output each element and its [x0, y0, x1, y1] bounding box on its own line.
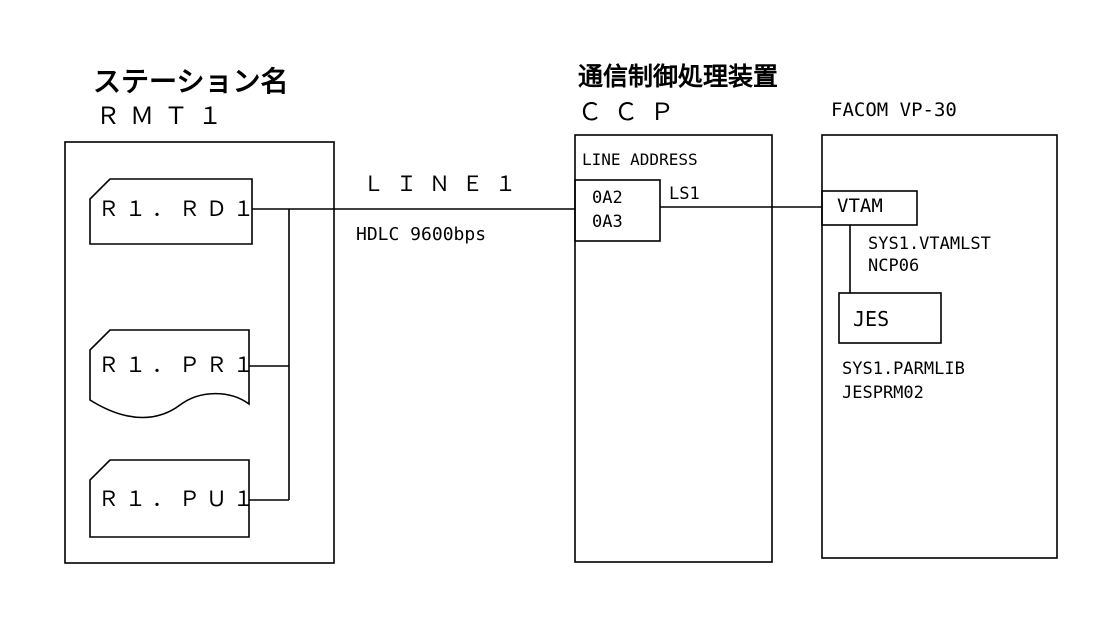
address-box	[574, 179, 661, 242]
station-name: ＲＭＴ１	[96, 102, 232, 130]
punch-label: Ｒ１．ＰＵ１	[98, 487, 260, 511]
address-1: 0A3	[592, 212, 623, 232]
jes-lib: SYS1.PARMLIB	[842, 361, 965, 378]
jes-label: JES	[853, 307, 890, 331]
ccp-box	[574, 134, 773, 563]
vtam-label: VTAM	[837, 195, 883, 217]
reader-label: Ｒ１．ＲＤ１	[98, 197, 260, 221]
ccp-name: ＣＣＰ	[578, 98, 686, 126]
station-box	[64, 141, 335, 564]
host-title: FACOM VP-30	[831, 99, 957, 121]
ccp-title: 通信制御処理装置	[578, 62, 779, 91]
link-label: LS1	[669, 184, 700, 204]
vtam-lib: SYS1.VTAMLST	[868, 236, 991, 253]
address-header: LINE ADDRESS	[582, 152, 698, 168]
line-protocol: HDLC 9600bps	[356, 224, 487, 245]
host-box	[821, 134, 1058, 559]
punch-shape	[89, 459, 250, 538]
reader-shape	[89, 178, 253, 245]
vtam-member: NCP06	[868, 256, 920, 276]
printer-shape	[89, 329, 250, 419]
vtam-box	[821, 190, 918, 226]
printer-label: Ｒ１．ＰＲ１	[98, 353, 260, 377]
line-name: ＬＩＮＥ１	[363, 172, 528, 196]
address-0: 0A2	[592, 188, 623, 208]
jes-box	[838, 292, 942, 344]
jes-member: JESPRM02	[842, 383, 924, 403]
station-title: ステーション名	[93, 65, 289, 98]
